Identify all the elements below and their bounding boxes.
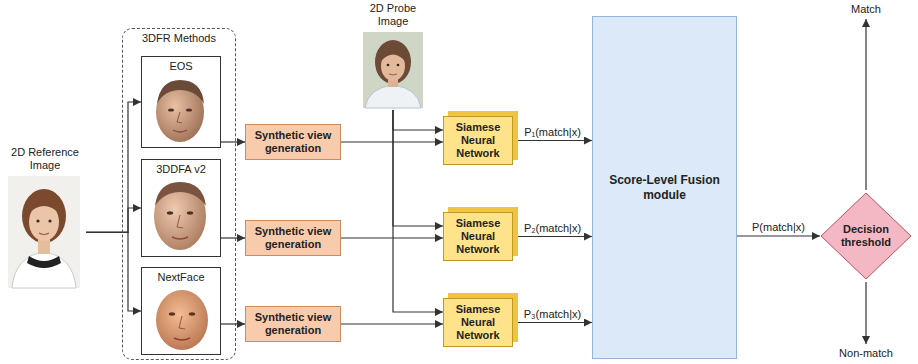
- mouth: [39, 233, 49, 235]
- node-label: Siamese Neural Network: [447, 303, 509, 342]
- connector-arrow: [86, 232, 141, 311]
- photo-ground: [363, 32, 423, 108]
- output-arrow: [865, 19, 866, 190]
- mouth: [174, 338, 190, 340]
- method-box: NextFace: [141, 267, 221, 355]
- probability-label: P₁(match|x): [523, 126, 582, 139]
- eye: [187, 211, 193, 214]
- output-arrow: [865, 282, 866, 344]
- node-label: Synthetic view generation: [249, 129, 337, 155]
- nextface-face: [156, 290, 208, 350]
- process-box: Synthetic view generation: [245, 306, 341, 342]
- face-model: [156, 290, 208, 350]
- process-box: Synthetic view generation: [245, 220, 341, 256]
- eye: [168, 108, 174, 111]
- mouth: [172, 237, 188, 239]
- probability-label: P(match|x): [751, 221, 806, 234]
- reference-photo: [8, 176, 80, 288]
- method-group: 3DFR MethodsEOS 3DDFA v2 NextFace: [122, 28, 236, 360]
- method-box: EOS: [141, 56, 221, 148]
- dfa-face: [154, 182, 206, 250]
- shirt: [12, 252, 76, 288]
- image-panel: 2D Reference Image: [4, 146, 86, 290]
- node-label: Siamese Neural Network: [447, 121, 509, 160]
- connector-arrow: [221, 237, 245, 238]
- node-label: Synthetic view generation: [249, 225, 337, 251]
- outcome-label: Non-match: [839, 347, 893, 360]
- eye: [167, 211, 173, 214]
- node-label: NextFace: [142, 271, 220, 284]
- connector-arrow: [393, 110, 443, 312]
- network-box: Siamese Neural Network: [443, 116, 513, 165]
- connector-arrow: [341, 237, 443, 238]
- eye: [397, 64, 400, 67]
- network-box: Siamese Neural Network: [443, 298, 513, 347]
- connector-arrow: [513, 322, 592, 323]
- bangs: [381, 47, 405, 61]
- node-label: Decision threshold: [833, 223, 899, 249]
- connector-arrow: [737, 235, 820, 236]
- connector-arrow: [221, 141, 245, 142]
- node-label: Siamese Neural Network: [447, 217, 509, 256]
- node-label: 3DFR Methods: [123, 32, 235, 45]
- node-label: Synthetic view generation: [249, 311, 337, 337]
- connector-arrow: [341, 141, 443, 142]
- probe-photo: [363, 32, 423, 108]
- hair: [155, 182, 206, 206]
- eye: [387, 64, 390, 67]
- fusion-box: Score-Level Fusion module: [592, 16, 737, 359]
- collar: [27, 256, 61, 268]
- eye: [36, 219, 39, 222]
- connector-arrow: [393, 110, 443, 130]
- hair: [157, 80, 204, 104]
- connector-arrow: [86, 102, 141, 232]
- node-label: 2D Probe Image: [360, 2, 426, 28]
- image-panel: 2D Probe Image: [360, 2, 426, 110]
- node-label: 2D Reference Image: [4, 146, 86, 172]
- connector-arrow: [86, 208, 141, 232]
- nose: [179, 316, 185, 329]
- nose: [177, 112, 182, 123]
- eos-face: [156, 80, 204, 142]
- node-label: Score-Level Fusion module: [599, 173, 730, 203]
- connector-arrow: [341, 323, 443, 324]
- diamond-shape: [821, 193, 911, 279]
- probability-label: P₃(match|x): [523, 308, 582, 321]
- connector-arrow: [513, 236, 592, 237]
- photo-ground: [8, 176, 80, 288]
- connector-arrow: [221, 323, 245, 324]
- nose: [177, 215, 183, 228]
- hair: [22, 189, 66, 243]
- decision-diamond: Decision threshold: [820, 192, 912, 280]
- node-label: 3DDFA v2: [142, 163, 220, 176]
- node-label: EOS: [142, 60, 220, 73]
- mouth: [173, 130, 187, 132]
- bangs: [28, 196, 60, 214]
- network-box: Siamese Neural Network: [443, 212, 513, 261]
- eye: [186, 108, 192, 111]
- eye: [169, 312, 175, 315]
- probability-label: P₂(match|x): [523, 222, 582, 235]
- eye: [48, 219, 51, 222]
- hair: [375, 40, 411, 84]
- face-model: [154, 182, 206, 250]
- shirt: [365, 85, 421, 108]
- connector-arrow: [513, 140, 592, 141]
- eye: [189, 312, 195, 315]
- process-box: Synthetic view generation: [245, 124, 341, 160]
- connector-arrow: [393, 110, 443, 226]
- method-box: 3DDFA v2: [141, 159, 221, 257]
- mouth: [389, 74, 397, 75]
- outcome-label: Match: [851, 3, 881, 16]
